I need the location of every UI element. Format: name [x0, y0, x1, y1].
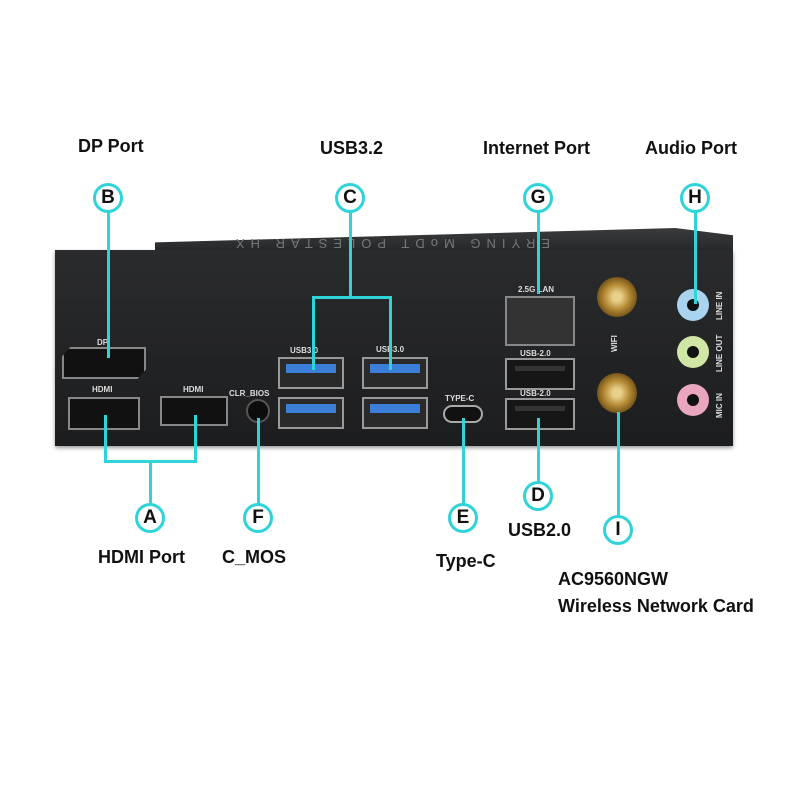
dp-port [62, 347, 146, 379]
callout-line-h [694, 212, 697, 304]
wifi-desc-title: Wireless Network Card [558, 596, 754, 616]
dp-label: DP [97, 338, 109, 347]
callout-line-a [104, 415, 107, 463]
mic-in-label: MIC IN [715, 393, 724, 418]
dp-port-title: DP Port [78, 136, 144, 156]
line-in-jack [677, 289, 709, 321]
hdmi2-label: HDMI [183, 385, 204, 394]
callout-e: E [448, 503, 478, 533]
panel-engraving: ERYING MoDT POLESTAR HX [229, 236, 551, 251]
usb2-label-2: USB-2.0 [520, 389, 551, 398]
callout-d: D [523, 481, 553, 511]
wifi-antenna-connector [597, 277, 637, 317]
callout-line-i [617, 412, 620, 516]
audio-port-title: Audio Port [645, 138, 737, 158]
line-out-jack [677, 336, 709, 368]
hdmi1-label: HDMI [92, 385, 113, 394]
internet-port-title: Internet Port [483, 138, 591, 158]
callout-line-f [257, 418, 260, 504]
usb2-label-1: USB-2.0 [520, 349, 551, 358]
line-in-label: LINE IN [715, 291, 724, 320]
usb3-port [278, 397, 344, 429]
callout-line-e [462, 418, 465, 504]
callout-line-a [149, 460, 152, 504]
usb3-port [362, 357, 428, 389]
usb2-port [505, 398, 575, 430]
wifi-label: WIFI [610, 335, 619, 352]
usb20-title: USB2.0 [508, 520, 572, 540]
usb32-title: USB3.2 [320, 138, 384, 158]
callout-line-c [349, 212, 352, 298]
callout-i: I [603, 515, 633, 545]
wifi-model-title: AC9560NGW [558, 569, 669, 589]
callout-line-b [107, 212, 110, 358]
callout-g: G [523, 183, 553, 213]
clr-bios-label: CLR_BIOS [229, 389, 270, 398]
callout-b: B [93, 183, 123, 213]
lan-port [505, 296, 575, 346]
callout-line-c [312, 296, 315, 370]
lan-label: 2.5G LAN [518, 285, 555, 294]
callout-f: F [243, 503, 273, 533]
callout-h: H [680, 183, 710, 213]
callout-line-d [537, 418, 540, 482]
usb3-label-1: USB3.0 [290, 346, 319, 355]
usb3-port [362, 397, 428, 429]
callout-line-c [389, 296, 392, 370]
callout-a: A [135, 503, 165, 533]
usb2-port [505, 358, 575, 390]
typec-label: TYPE-C [445, 394, 475, 403]
typec-title: Type-C [436, 551, 496, 571]
cmos-title: C_MOS [222, 547, 287, 567]
hdmi-port-title: HDMI Port [98, 547, 185, 567]
mic-in-jack [677, 384, 709, 416]
usb3-port [278, 357, 344, 389]
callout-c: C [335, 183, 365, 213]
line-out-label: LINE OUT [715, 334, 724, 372]
callout-line-g [537, 212, 540, 294]
callout-line-c [312, 296, 392, 299]
wifi-antenna-connector [597, 373, 637, 413]
callout-line-a [194, 415, 197, 463]
